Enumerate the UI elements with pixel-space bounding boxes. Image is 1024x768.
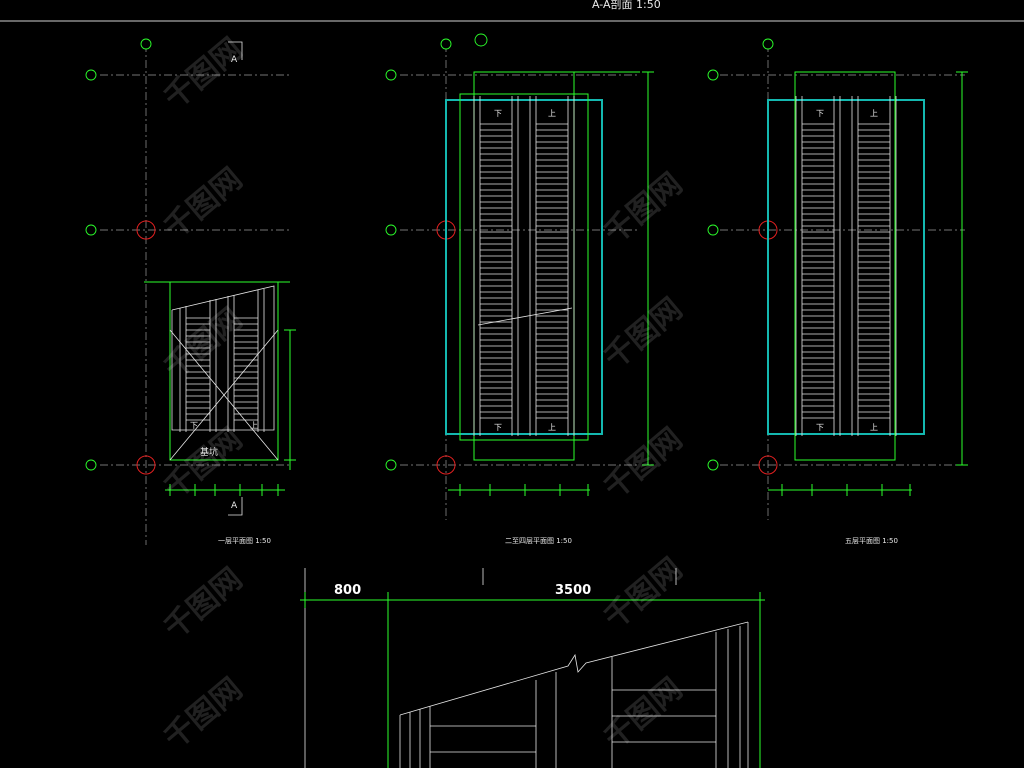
svg-text:下: 下 bbox=[190, 421, 198, 430]
svg-text:千图网: 千图网 bbox=[598, 551, 689, 636]
dim-800: 800 bbox=[334, 583, 361, 598]
svg-text:千图网: 千图网 bbox=[158, 561, 249, 646]
svg-text:上: 上 bbox=[548, 423, 556, 432]
svg-text:上: 上 bbox=[870, 109, 878, 118]
svg-text:千图网: 千图网 bbox=[158, 161, 249, 246]
plan-ground-floor: A A 下 上 基坑 bbox=[85, 38, 296, 545]
svg-text:下: 下 bbox=[494, 423, 502, 432]
plan-fifth-floor: 下 上 下 上 五层平面图 1:50 bbox=[707, 38, 968, 545]
svg-text:下: 下 bbox=[494, 109, 502, 118]
plan-second-to-fourth-floor: 下 上 下 上 二至四层平面图 1:50 bbox=[385, 33, 654, 545]
watermark-layer: 千图网 千图网 千图网 千图网 千图网 千图网 千图网 千图网 千图网 千图网 … bbox=[158, 31, 689, 756]
svg-text:上: 上 bbox=[250, 421, 258, 430]
plan-caption-3: 五层平面图 1:50 bbox=[845, 537, 898, 545]
section-title: A-A剖面 1:50 bbox=[592, 0, 661, 11]
section-mark-bottom: A bbox=[231, 501, 238, 511]
svg-text:千图网: 千图网 bbox=[598, 671, 689, 756]
section-a-a: 800 3500 bbox=[300, 568, 765, 768]
section-mark-top: A bbox=[231, 55, 238, 65]
svg-text:千图网: 千图网 bbox=[158, 421, 249, 506]
dim-3500: 3500 bbox=[555, 583, 591, 598]
svg-text:千图网: 千图网 bbox=[598, 166, 689, 251]
plan-caption-2: 二至四层平面图 1:50 bbox=[505, 537, 572, 545]
svg-text:千图网: 千图网 bbox=[598, 291, 689, 376]
svg-text:千图网: 千图网 bbox=[158, 31, 249, 116]
svg-text:上: 上 bbox=[548, 109, 556, 118]
pit-label: 基坑 bbox=[200, 446, 218, 458]
svg-text:千图网: 千图网 bbox=[158, 301, 249, 386]
svg-text:千图网: 千图网 bbox=[598, 421, 689, 506]
svg-text:上: 上 bbox=[870, 423, 878, 432]
svg-text:下: 下 bbox=[816, 423, 824, 432]
plan-caption-1: 一层平面图 1:50 bbox=[218, 537, 271, 545]
svg-text:下: 下 bbox=[816, 109, 824, 118]
svg-text:千图网: 千图网 bbox=[158, 671, 249, 756]
